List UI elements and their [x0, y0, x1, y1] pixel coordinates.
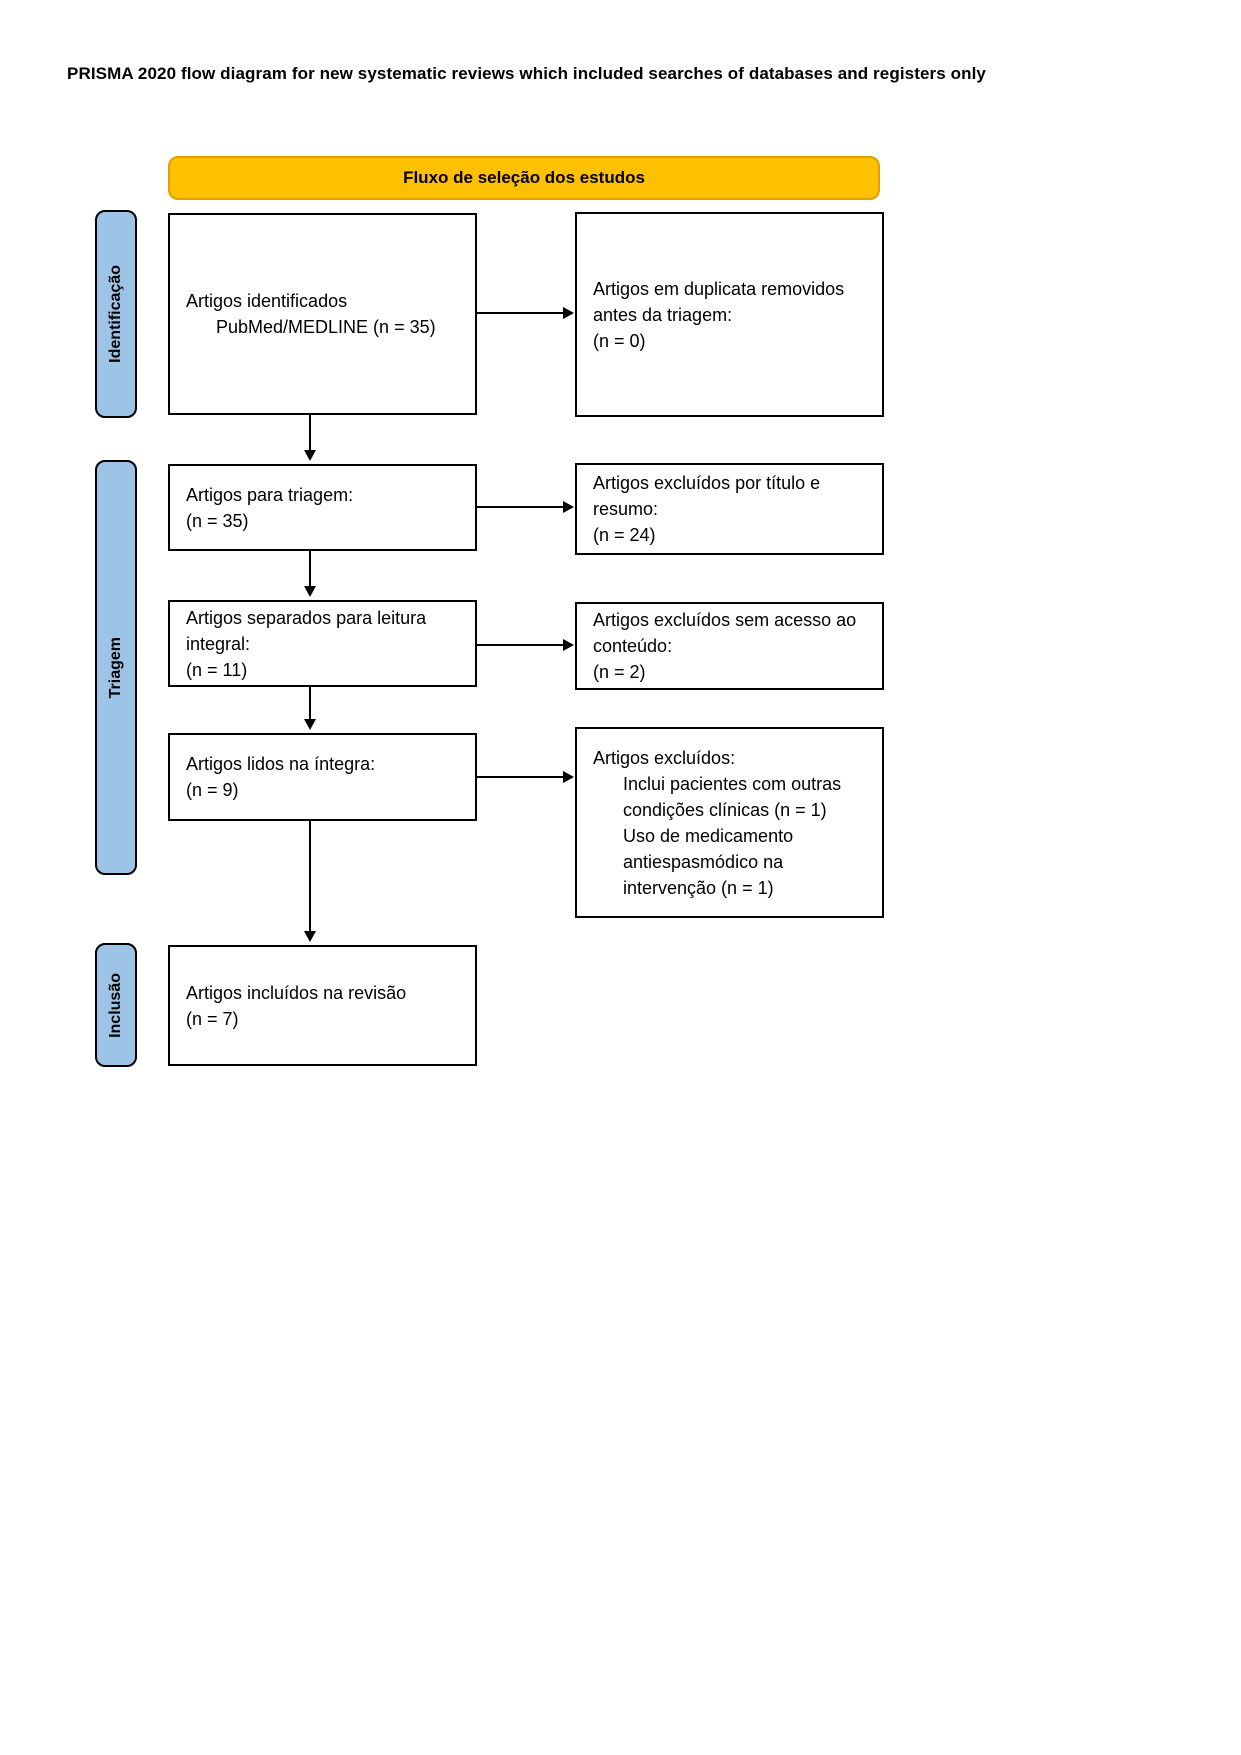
box-identified: Artigos identificados PubMed/MEDLINE (n …	[168, 213, 477, 415]
stage-identificacao: Identificação	[95, 210, 137, 418]
box-duplicates-removed: Artigos em duplicata removidos antes da …	[575, 212, 884, 417]
stage-inclusao-label: Inclusão	[107, 972, 124, 1038]
flow-header-label: Fluxo de seleção dos estudos	[403, 168, 645, 187]
arrow-fulltext-to-noaccess	[477, 644, 564, 646]
arrow-screening-to-fulltext	[309, 551, 311, 587]
arrow-screening-to-excluded-head	[563, 501, 574, 513]
box-identified-line1: Artigos identificados	[186, 291, 348, 311]
box-included-line2: (n = 7)	[186, 1008, 239, 1029]
arrow-fulltext-to-read-head	[304, 719, 316, 730]
box-excluded-reasons-line2: Inclui pacientes com outras	[623, 773, 842, 794]
arrow-read-to-included	[309, 821, 311, 932]
box-full-text-selected-line2: integral:	[186, 633, 251, 654]
box-read-in-full-line2: (n = 9)	[186, 780, 239, 800]
box-excluded-reasons-line6: intervenção (n = 1)	[623, 877, 774, 898]
box-for-screening-line2: (n = 35)	[186, 510, 249, 531]
box-read-in-full: Artigos lidos na íntegra: (n = 9)	[168, 733, 477, 821]
box-included: Artigos incluídos na revisão (n = 7)	[168, 945, 477, 1066]
box-excluded-reasons: Artigos excluídos: Inclui pacientes com …	[575, 727, 884, 918]
box-excluded-reasons-line1: Artigos excluídos:	[593, 747, 736, 768]
arrow-read-to-included-head	[304, 931, 316, 942]
arrow-read-to-reasons-head	[563, 771, 574, 783]
stage-inclusao: Inclusão	[95, 943, 137, 1067]
box-excluded-no-access-line2: conteúdo:	[593, 636, 673, 656]
box-excluded-no-access-line3: (n = 2)	[593, 662, 646, 682]
arrow-read-to-reasons	[477, 776, 564, 778]
box-included-line1: Artigos incluídos na revisão	[186, 982, 407, 1003]
box-read-in-full-line1: Artigos lidos na íntegra:	[186, 754, 376, 774]
arrow-screening-to-fulltext-head	[304, 586, 316, 597]
box-duplicates-removed-line2: antes da triagem:	[593, 304, 733, 325]
box-duplicates-removed-line1: Artigos em duplicata removidos	[593, 278, 845, 299]
box-excluded-title-abstract-line3: (n = 24)	[593, 525, 656, 545]
box-excluded-no-access-line1: Artigos excluídos sem acesso ao	[593, 610, 857, 630]
stage-triagem-label: Triagem	[107, 636, 124, 699]
box-for-screening-line1: Artigos para triagem:	[186, 484, 354, 505]
arrow-fulltext-to-read	[309, 687, 311, 720]
arrow-identified-to-screening	[309, 415, 311, 451]
box-full-text-selected-line3: (n = 11)	[186, 659, 248, 680]
box-excluded-title-abstract: Artigos excluídos por título e resumo: (…	[575, 463, 884, 555]
stage-triagem: Triagem	[95, 460, 137, 875]
box-excluded-no-access: Artigos excluídos sem acesso ao conteúdo…	[575, 602, 884, 690]
box-full-text-selected-line1: Artigos separados para leitura	[186, 607, 427, 628]
page-title: PRISMA 2020 flow diagram for new systema…	[67, 64, 986, 83]
box-excluded-title-abstract-line2: resumo:	[593, 499, 659, 519]
box-excluded-title-abstract-line1: Artigos excluídos por título e	[593, 473, 821, 493]
box-duplicates-removed-line3: (n = 0)	[593, 330, 646, 351]
arrow-identified-to-duplicates	[477, 312, 564, 314]
box-excluded-reasons-line4: Uso de medicamento	[623, 825, 794, 846]
box-identified-line2: PubMed/MEDLINE (n = 35)	[216, 317, 436, 337]
arrow-screening-to-excluded	[477, 506, 564, 508]
box-excluded-reasons-line5: antiespasmódico na	[623, 851, 784, 872]
box-for-screening: Artigos para triagem: (n = 35)	[168, 464, 477, 551]
flow-header: Fluxo de seleção dos estudos	[168, 156, 880, 200]
arrow-identified-to-duplicates-head	[563, 307, 574, 319]
box-full-text-selected: Artigos separados para leitura integral:…	[168, 600, 477, 687]
stage-identificacao-label: Identificação	[107, 265, 124, 363]
box-excluded-reasons-line3: condições clínicas (n = 1)	[623, 799, 827, 820]
arrow-identified-to-screening-head	[304, 450, 316, 461]
arrow-fulltext-to-noaccess-head	[563, 639, 574, 651]
